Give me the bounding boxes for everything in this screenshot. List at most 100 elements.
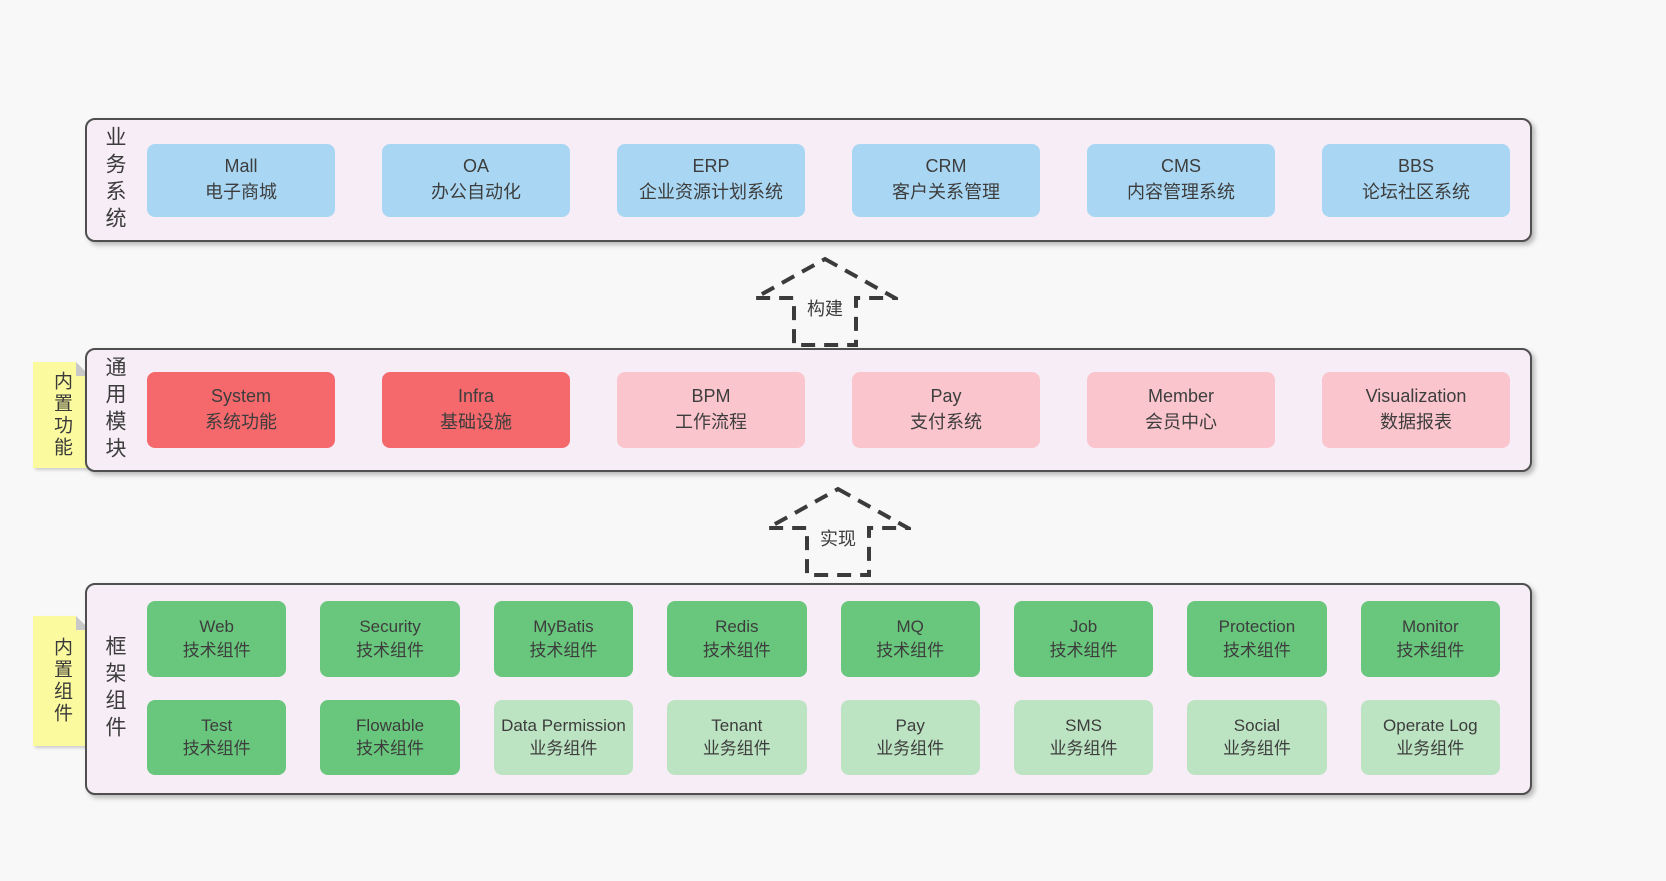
node-title: Infra (457, 386, 495, 407)
node-security: Security 技术组件 (320, 601, 460, 677)
node-system: System 系统功能 (147, 372, 335, 448)
node-visualization: Visualization 数据报表 (1322, 372, 1510, 448)
node-protection: Protection 技术组件 (1187, 601, 1327, 677)
node-erp: ERP 企业资源计划系统 (617, 143, 805, 217)
node-subtitle: 内容管理系统 (1127, 182, 1235, 202)
node-subtitle: 数据报表 (1380, 412, 1452, 432)
node-job: Job 技术组件 (1013, 601, 1154, 677)
node-title: Job (1069, 617, 1098, 637)
node-subtitle: 业务组件 (702, 739, 771, 759)
arrow-implement: 实现 (765, 486, 911, 578)
node-title: SMS (1065, 715, 1102, 735)
node-title: ERP (692, 156, 730, 177)
sticky-note-built-in-functions: 内置功能 (33, 362, 90, 468)
node-title: Mall (224, 156, 258, 177)
arrow-build-label: 构建 (804, 295, 846, 322)
node-subtitle: 技术组件 (702, 640, 771, 660)
dashed-up-arrow-icon (752, 256, 898, 347)
node-subtitle: 业务组件 (1222, 739, 1291, 759)
node-subtitle: 办公自动化 (431, 182, 521, 202)
node-title: Visualization (1365, 386, 1467, 407)
node-subtitle: 工作流程 (675, 412, 747, 432)
node-title: Flowable (356, 715, 425, 735)
node-member: Member 会员中心 (1087, 372, 1275, 448)
node-title: CRM (925, 156, 967, 177)
node-mq: MQ 技术组件 (840, 601, 980, 677)
node-redis: Redis 技术组件 (667, 601, 807, 677)
node-subtitle: 技术组件 (356, 739, 425, 759)
node-subtitle: 电子商城 (205, 182, 277, 202)
node-infra: Infra 基础设施 (382, 372, 570, 448)
node-subtitle: 技术组件 (876, 640, 945, 660)
node-title: Protection (1218, 617, 1296, 637)
node-flowable: Flowable 技术组件 (320, 699, 460, 775)
node-subtitle: 技术组件 (356, 640, 425, 660)
node-title: Redis (715, 617, 759, 637)
node-subtitle: 技术组件 (529, 640, 598, 660)
node-title: Member (1147, 386, 1214, 407)
node-title: Tenant (711, 715, 763, 735)
dashed-up-arrow-icon (765, 486, 911, 577)
node-title: Data Permission (501, 715, 626, 735)
layer-framework-components: 框架组件 Web 技术组件 Security 技术组件 MyBatis 技术组件… (85, 583, 1532, 795)
node-subtitle: 企业资源计划系统 (639, 182, 783, 202)
node-pay: Pay 支付系统 (852, 372, 1040, 448)
node-subtitle: 技术组件 (182, 739, 251, 759)
node-subtitle: 技术组件 (1049, 640, 1118, 660)
sticky-note-text: 内置组件 (51, 637, 72, 725)
node-title: Web (199, 617, 235, 637)
node-title: Social (1233, 715, 1281, 735)
node-mall: Mall 电子商城 (147, 143, 335, 217)
node-title: Test (201, 715, 233, 735)
node-title: Pay (895, 715, 925, 735)
node-subtitle: 业务组件 (1049, 739, 1118, 759)
node-sms: SMS 业务组件 (1013, 699, 1154, 775)
node-title: BPM (691, 386, 731, 407)
layer-business-systems: 业务系统 Mall 电子商城 OA 办公自动化 ERP 企业资源计划系统 CRM… (85, 118, 1532, 242)
layer-common-modules-label: 通用模块 (103, 356, 126, 464)
node-oa: OA 办公自动化 (382, 143, 570, 217)
node-tenant: Tenant 业务组件 (667, 699, 807, 775)
business-systems-row: Mall 电子商城 OA 办公自动化 ERP 企业资源计划系统 CRM 客户关系… (147, 120, 1510, 240)
node-monitor: Monitor 技术组件 (1360, 601, 1500, 677)
sticky-note-text: 内置功能 (51, 371, 72, 459)
sticky-note-built-in-components: 内置组件 (33, 616, 90, 746)
node-cms: CMS 内容管理系统 (1087, 143, 1275, 217)
node-bbs: BBS 论坛社区系统 (1322, 143, 1510, 217)
common-modules-row: System 系统功能 Infra 基础设施 BPM 工作流程 Pay 支付系统… (147, 350, 1510, 470)
node-bpm: BPM 工作流程 (617, 372, 805, 448)
node-title: Security (359, 617, 421, 637)
node-test: Test 技术组件 (147, 699, 287, 775)
node-subtitle: 业务组件 (1396, 739, 1465, 759)
layer-common-modules: 通用模块 System 系统功能 Infra 基础设施 BPM 工作流程 Pay… (85, 348, 1532, 472)
node-social: Social 业务组件 (1187, 699, 1327, 775)
node-subtitle: 技术组件 (1396, 640, 1465, 660)
node-pay-business: Pay 业务组件 (840, 699, 980, 775)
node-title: System (210, 386, 271, 407)
node-title: Monitor (1401, 617, 1459, 637)
node-subtitle: 系统功能 (205, 412, 277, 432)
node-subtitle: 技术组件 (1222, 640, 1291, 660)
framework-components-grid: Web 技术组件 Security 技术组件 MyBatis 技术组件 Redi… (147, 601, 1500, 775)
node-subtitle: 业务组件 (529, 739, 598, 759)
node-subtitle: 客户关系管理 (892, 182, 1000, 202)
node-subtitle: 基础设施 (440, 412, 512, 432)
node-title: OA (462, 156, 489, 177)
node-title: MyBatis (533, 617, 594, 637)
node-subtitle: 支付系统 (910, 412, 982, 432)
node-subtitle: 论坛社区系统 (1362, 182, 1470, 202)
arrow-build: 构建 (752, 256, 898, 348)
node-title: CMS (1161, 156, 1201, 177)
node-title: Pay (930, 386, 962, 407)
node-title: BBS (1397, 156, 1435, 177)
node-operate-log: Operate Log 业务组件 (1360, 699, 1500, 775)
node-data-permission: Data Permission 业务组件 (493, 699, 634, 775)
node-web: Web 技术组件 (147, 601, 287, 677)
node-mybatis: MyBatis 技术组件 (493, 601, 634, 677)
node-title: MQ (896, 617, 924, 637)
node-subtitle: 技术组件 (182, 640, 251, 660)
layer-framework-components-label: 框架组件 (103, 635, 126, 743)
node-subtitle: 会员中心 (1145, 412, 1217, 432)
arrow-implement-label: 实现 (817, 525, 859, 552)
